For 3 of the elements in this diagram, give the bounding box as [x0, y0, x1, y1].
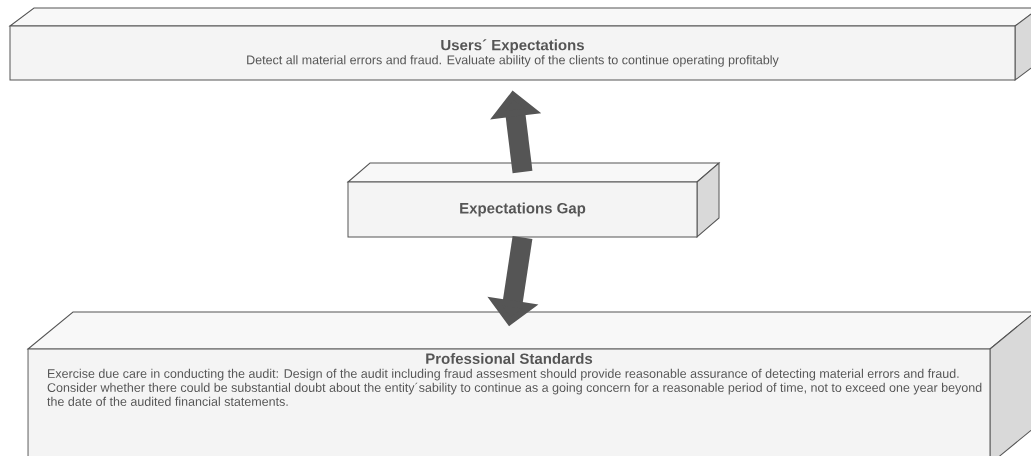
box: Expectations Gap — [347, 162, 720, 238]
box: Users´ Expectations Detect all material errors and fraud. Evaluate ability of the clients to continue operating profitably — [9, 7, 1031, 81]
box: Professional Standards Exercise due care in conducting the audit: Design of the audit including fraud assesment should provide reasonable assurance of detecting material errors and fraud. Consider whether there could be substantial doubt about the entity´sability to continue as a going concern for a reasonable period of time, not to exceed one year beyond the date of the audited financial statements. — [27, 311, 1031, 456]
